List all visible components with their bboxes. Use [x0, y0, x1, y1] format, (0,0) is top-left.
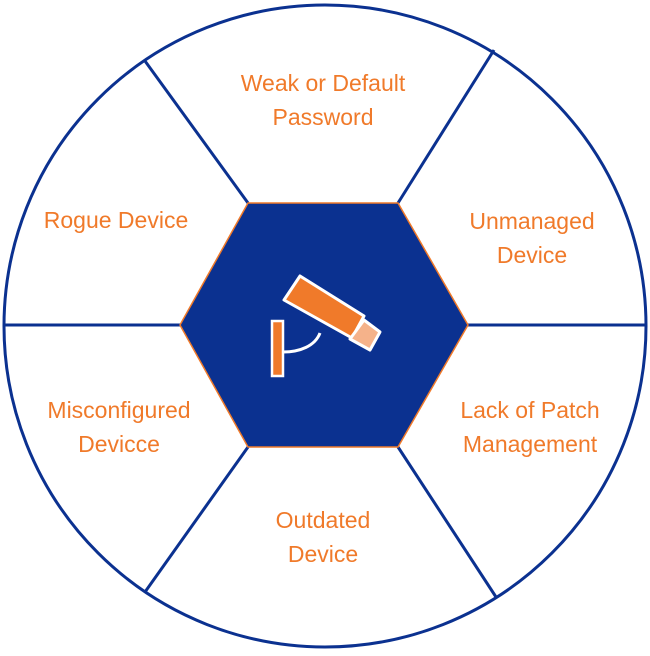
segment-label-outdated-device: Outdated Device	[275, 507, 371, 567]
center-hexagon	[179, 202, 469, 448]
segment-label-rogue-device: Rogue Device	[43, 207, 189, 233]
segment-label-misconfigured-device: Misconfigured Devicce	[47, 397, 191, 457]
segment-label-lack-of-patch-management: Lack of Patch Management	[460, 397, 600, 457]
divider-line	[143, 446, 250, 593]
divider-line	[396, 446, 498, 598]
divider-line	[143, 60, 250, 204]
segment-label-weak-default-password: Weak or Default Password	[240, 70, 406, 130]
security-camera-icon	[270, 274, 382, 378]
segment-label-unmanaged-device: Unmanaged Device	[469, 208, 595, 268]
divider-line	[396, 49, 496, 204]
